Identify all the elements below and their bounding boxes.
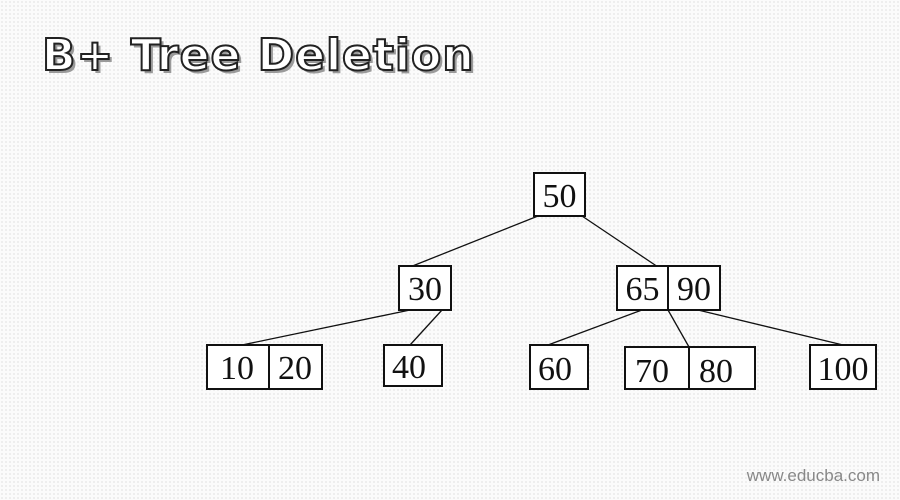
leaf-1-key-box-1 bbox=[206, 344, 270, 390]
leaf-1-key-1: 10 bbox=[220, 350, 254, 387]
tree-edges bbox=[241, 215, 844, 348]
internal-right-key-1: 65 bbox=[626, 271, 660, 308]
internal-right-key-2: 90 bbox=[677, 271, 711, 308]
diagram-title: B+ Tree Deletion bbox=[41, 30, 475, 81]
edge-node-65-90-to-leaf-60 bbox=[547, 309, 643, 346]
edge-node-65-90-to-leaf-100 bbox=[697, 309, 844, 346]
leaf-node-2: 40 bbox=[383, 344, 443, 387]
internal-right-key-box-1 bbox=[616, 265, 669, 311]
edge-node-30-to-leaf-40 bbox=[409, 309, 443, 346]
leaf-3-key-1: 60 bbox=[538, 351, 572, 388]
leaf-2-key-box-1 bbox=[383, 344, 443, 387]
root-key-1: 50 bbox=[543, 178, 577, 215]
leaf-3-key-box-1 bbox=[529, 344, 589, 390]
edge-root-to-node-30 bbox=[409, 215, 539, 268]
internal-right-key-box-2 bbox=[667, 265, 721, 311]
leaf-5-key-box-1 bbox=[809, 344, 877, 390]
leaf-4-key-1: 70 bbox=[635, 353, 669, 390]
leaf-node-3: 60 bbox=[529, 344, 589, 390]
leaf-node-5: 100 bbox=[809, 344, 877, 390]
edge-node-65-90-to-leaf-70-80 bbox=[667, 309, 690, 348]
root-key-box-1 bbox=[533, 172, 586, 217]
watermark-text: www.educba.com bbox=[746, 466, 880, 485]
leaf-4-key-box-2 bbox=[688, 346, 756, 390]
leaf-4-key-2: 80 bbox=[699, 353, 733, 390]
leaf-5-key-1: 100 bbox=[818, 351, 869, 388]
leaf-2-key-1: 40 bbox=[392, 349, 426, 386]
edge-root-to-node-65-90 bbox=[581, 215, 659, 268]
internal-node-left: 30 bbox=[398, 265, 452, 311]
leaf-1-key-2: 20 bbox=[278, 350, 312, 387]
root-node: 50 bbox=[533, 172, 586, 217]
edge-node-30-to-leaf-10-20 bbox=[241, 309, 411, 346]
leaf-1-key-box-2 bbox=[268, 344, 323, 390]
internal-left-key-box-1 bbox=[398, 265, 452, 311]
leaf-node-4: 70 80 bbox=[624, 346, 756, 390]
internal-left-key-1: 30 bbox=[408, 271, 442, 308]
leaf-node-1: 10 20 bbox=[206, 344, 323, 390]
internal-node-right: 65 90 bbox=[616, 265, 721, 311]
